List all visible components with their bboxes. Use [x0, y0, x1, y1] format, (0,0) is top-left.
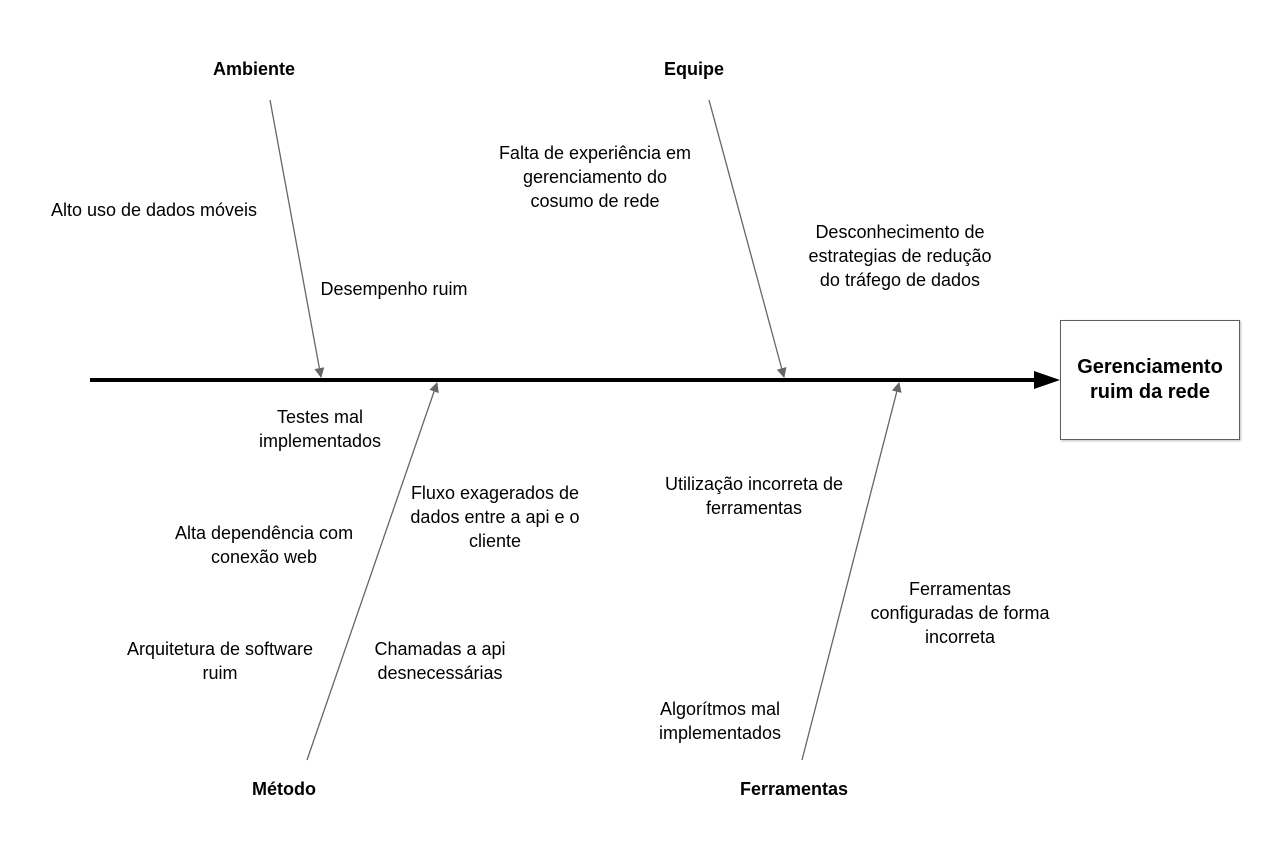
- cause-falta-experiencia: Falta de experiência em gerenciamento do…: [498, 143, 692, 211]
- cause-desconhecimento: Desconhecimento de estrategias de reduçã…: [808, 222, 992, 290]
- category-ambiente: Ambiente: [212, 59, 295, 79]
- bone-metodo: [306, 382, 439, 761]
- cause-desempenho-ruim: Desempenho ruim: [320, 279, 468, 299]
- effect-box: Gerenciamento ruim da rede: [1060, 320, 1240, 440]
- cause-fluxo-exagerados: Fluxo exagerados de dados entre a api e …: [410, 483, 580, 551]
- category-metodo: Método: [252, 779, 316, 799]
- category-equipe: Equipe: [663, 59, 724, 79]
- cause-algoritmos-mal: Algorítmos mal implementados: [658, 699, 782, 743]
- cause-alto-uso-dados: Alto uso de dados móveis: [50, 200, 258, 220]
- bone-ferramentas: [801, 382, 902, 761]
- bone-equipe: [708, 99, 787, 378]
- cause-arquitetura: Arquitetura de software ruim: [126, 639, 314, 683]
- category-ferramentas: Ferramentas: [739, 779, 849, 799]
- effect-label: Gerenciamento ruim da rede: [1077, 356, 1223, 403]
- cause-utilizacao-incorreta: Utilização incorreta de ferramentas: [664, 474, 844, 518]
- cause-ferramentas-configuradas: Ferramentas configuradas de forma incorr…: [870, 579, 1050, 647]
- cause-chamadas-api: Chamadas a api desnecessárias: [374, 639, 506, 683]
- spine-arrowhead: [1034, 371, 1060, 389]
- bone-ambiente: [269, 99, 325, 378]
- cause-alta-dependencia: Alta dependência com conexão web: [174, 523, 354, 567]
- cause-testes-mal: Testes mal implementados: [258, 407, 382, 451]
